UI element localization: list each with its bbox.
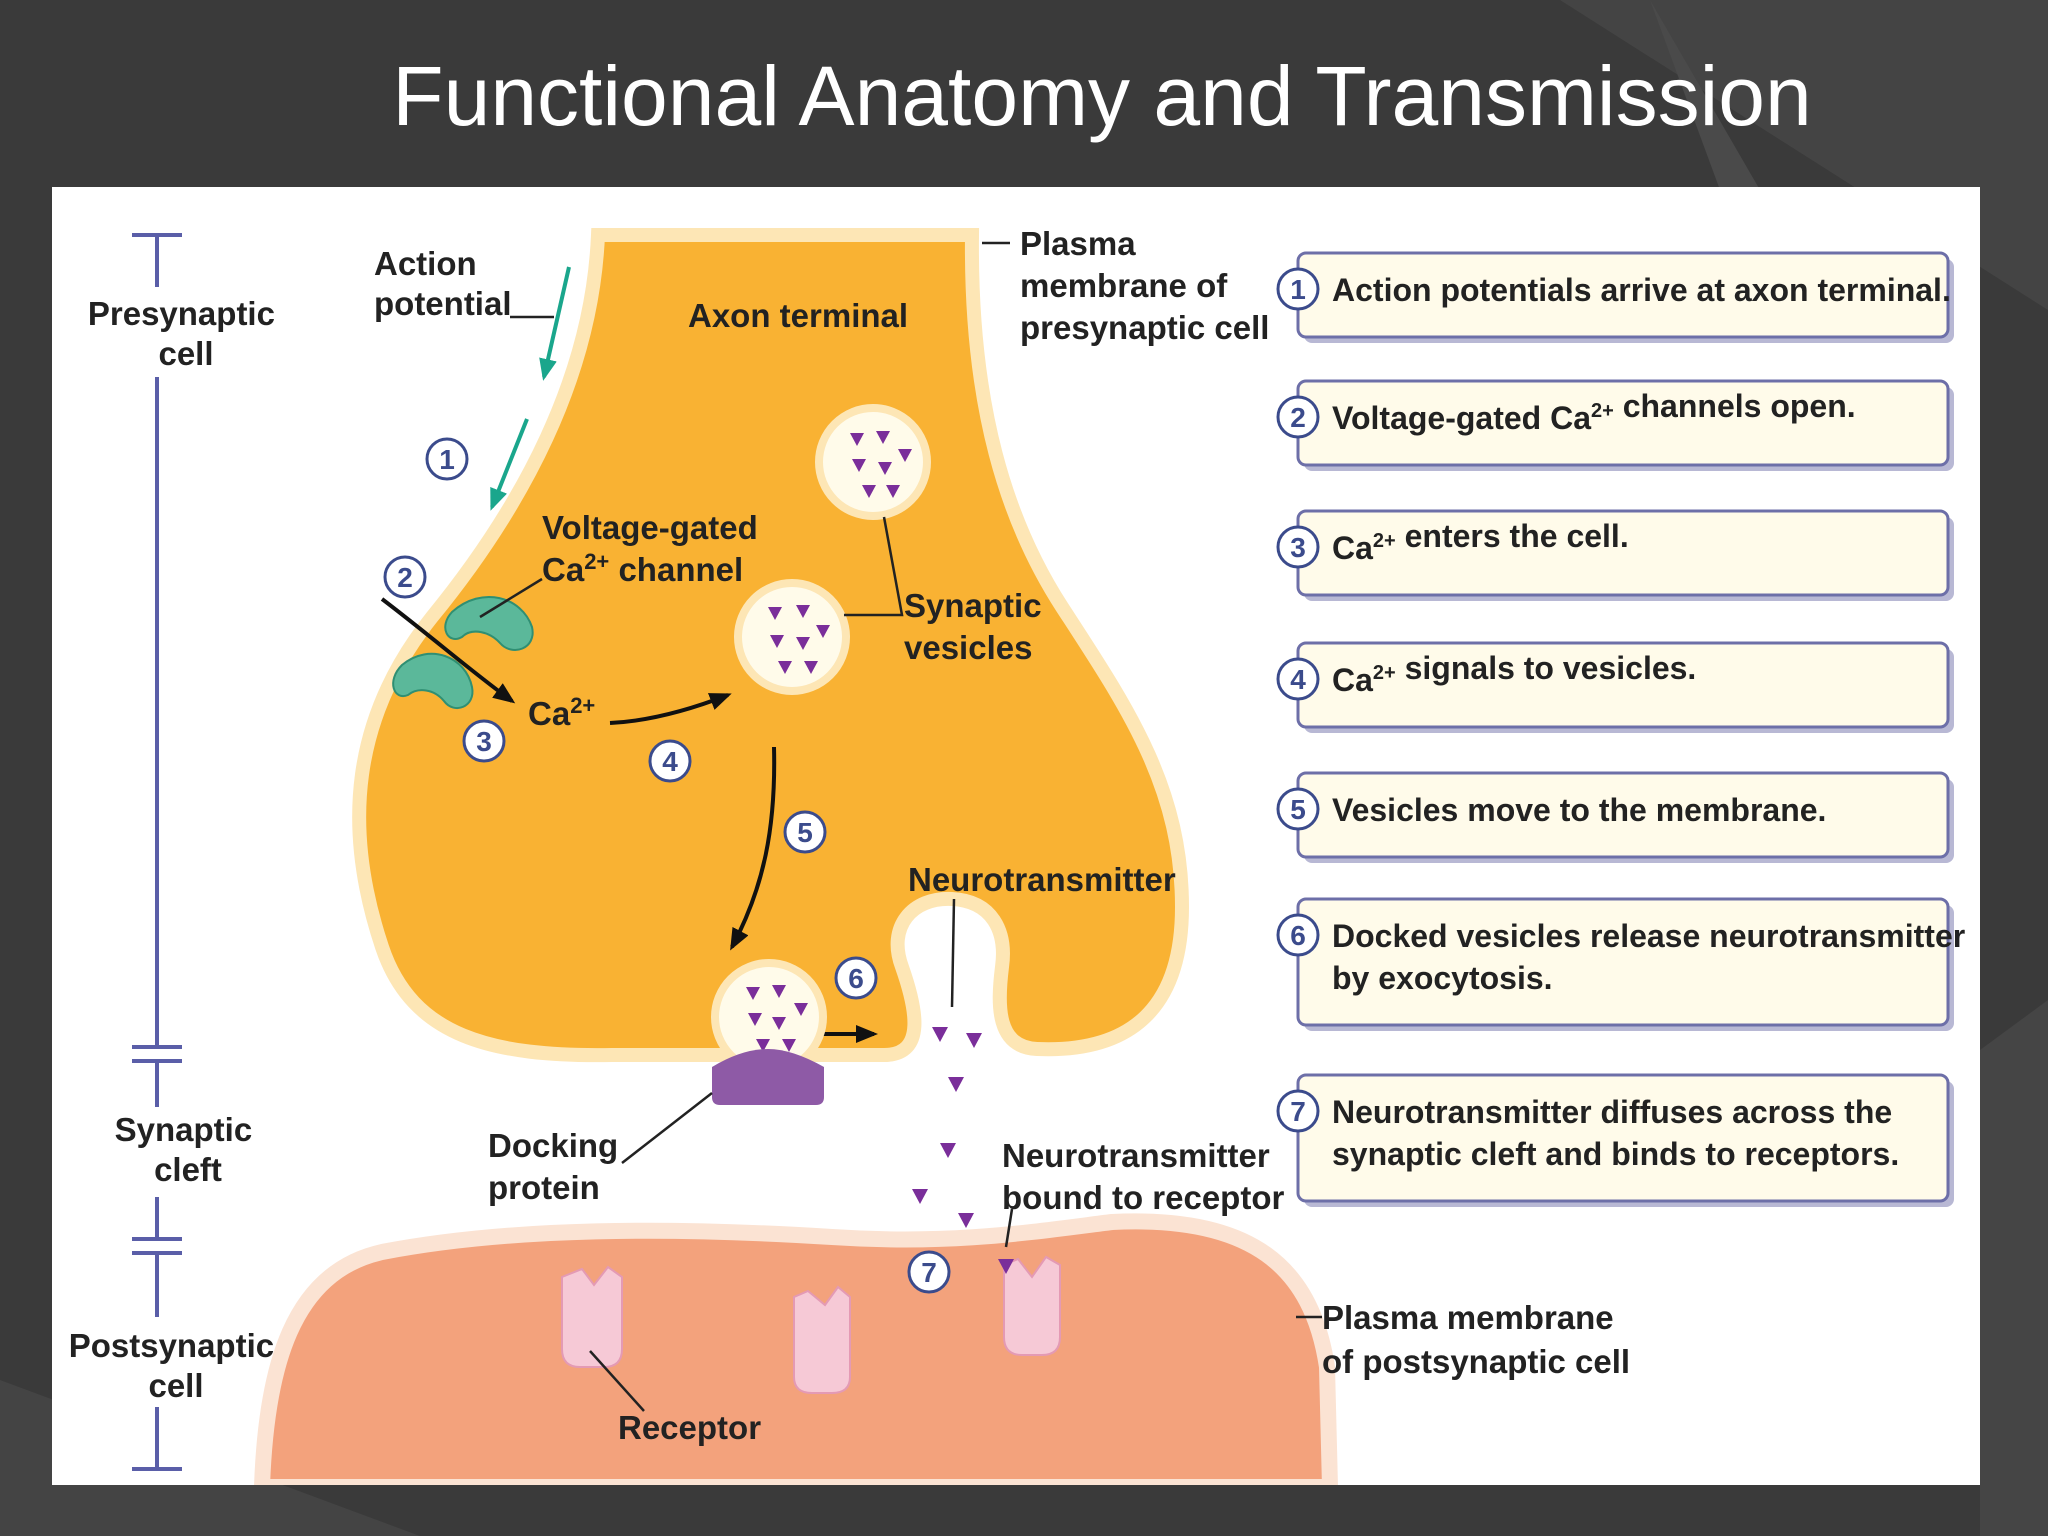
docking-protein (712, 1049, 824, 1105)
receptor-bound (1003, 1255, 1061, 1356)
action-potential-arrow (490, 418, 529, 511)
label-receptor: Receptor (618, 1409, 761, 1446)
neurotransmitter-molecules (912, 1027, 1014, 1274)
step-text: Voltage-gated Ca2+ channels open. (1332, 388, 1856, 436)
synaptic-vesicle (734, 579, 850, 695)
step-box (1296, 1073, 1950, 1203)
svg-text:4: 4 (662, 746, 678, 777)
step-marker-5: 5 (783, 810, 827, 854)
step-number: 2 (1290, 402, 1306, 433)
vesicle-move-arrow (730, 746, 777, 951)
svg-text:6: 6 (848, 963, 864, 994)
scale-label-bg (92, 287, 232, 377)
step-number-circle (1276, 525, 1320, 569)
label-axon-terminal: Axon terminal (688, 297, 908, 334)
step-number-circle (1276, 267, 1320, 311)
svg-text:2: 2 (397, 562, 413, 593)
step-marker-3: 3 (462, 719, 506, 763)
leader-neurotransmitter (950, 898, 956, 1008)
scale-label-presynaptic: Presynaptic cell (88, 295, 284, 372)
step-4: 4 Ca2+ signals to vesicles. (1276, 641, 1954, 733)
step-number-circle (1276, 395, 1320, 439)
step-list: 1 Action potentials arrive at axon termin… (1276, 251, 1965, 1207)
slide-title: Functional Anatomy and Transmission (392, 49, 1812, 143)
leader-channel (479, 577, 543, 619)
ca-signal-arrow (609, 693, 732, 725)
step-number-circle (1276, 657, 1320, 701)
step-number: 3 (1290, 532, 1306, 563)
step-marker-6: 6 (834, 956, 878, 1000)
step-number-circle (1276, 913, 1320, 957)
svg-text:3: 3 (476, 726, 492, 757)
label-voltage-gated-channel: Voltage-gated Ca2+ channel (542, 509, 767, 588)
step-6: 6 Docked vesicles release neurotransmitte… (1276, 897, 1965, 1031)
step-number: 1 (1290, 274, 1306, 305)
synaptic-vesicle (815, 404, 931, 520)
step-text: by exocytosis. (1332, 960, 1553, 996)
label-plasma-membrane-post: Plasma membrane of postsynaptic cell (1322, 1299, 1630, 1380)
step-3: 3 Ca2+ enters the cell. (1276, 509, 1954, 601)
step-marker-7: 7 (907, 1250, 951, 1294)
ca-entry-arrow (380, 597, 516, 704)
step-number-circle (1276, 787, 1320, 831)
step-marker-4: 4 (648, 739, 692, 783)
leader-receptor (589, 1350, 645, 1412)
step-marker-2: 2 (383, 555, 427, 599)
label-ca-ion: Ca2+ (528, 693, 595, 732)
step-text: Ca2+ enters the cell. (1332, 518, 1629, 566)
step-number: 5 (1290, 794, 1306, 825)
receptor (793, 1285, 851, 1394)
step-7: 7 Neurotransmitter diffuses across the syn… (1276, 1073, 1954, 1207)
step-text: Action potentials arrive at axon termina… (1332, 272, 1951, 308)
step-text: Vesicles move to the membrane. (1332, 792, 1826, 828)
label-synaptic-vesicles: Synaptic vesicles (904, 587, 1051, 666)
step-number: 4 (1290, 664, 1306, 695)
ca-channel-icon (392, 652, 474, 709)
bg-shape-stripe (1650, 0, 1760, 190)
synapse-diagram: Presynaptic cell Synaptic cleft Postsyna… (69, 225, 1965, 1485)
svg-text:1: 1 (439, 444, 455, 475)
label-action-potential: Action potential (374, 245, 512, 322)
step-text: Docked vesicles release neurotransmitter (1332, 918, 1965, 954)
action-potential-arrow (539, 266, 571, 381)
leader-vesicles (844, 516, 904, 617)
label-nt-bound-receptor: Neurotransmitter bound to receptor (1002, 1137, 1284, 1216)
scale-label-bg (92, 1107, 232, 1197)
bg-shape-right (1980, 1000, 2048, 1536)
scale-label-bg (80, 1317, 240, 1407)
scale-label-cleft: Synaptic cleft (115, 1111, 262, 1188)
diagram-panel: Presynaptic cell Synaptic cleft Postsyna… (52, 187, 1980, 1485)
leader-nt-bound (1004, 1208, 1014, 1248)
step-5: 5 Vesicles move to the membrane. (1276, 771, 1954, 863)
label-docking-protein: Docking protein (488, 1127, 627, 1206)
receptor (561, 1265, 623, 1368)
label-neurotransmitter: Neurotransmitter (908, 861, 1176, 898)
scale-label-postsynaptic: Postsynaptic cell (69, 1327, 284, 1404)
label-plasma-membrane-pre: Plasma membrane of presynaptic cell (1020, 225, 1269, 346)
step-number: 6 (1290, 920, 1306, 951)
step-number-circle (1276, 1089, 1320, 1133)
step-2: 2 Voltage-gated Ca2+ channels open. (1276, 379, 1954, 471)
svg-text:7: 7 (921, 1257, 937, 1288)
svg-text:5: 5 (797, 817, 813, 848)
step-1: 1 Action potentials arrive at axon termin… (1276, 251, 1954, 343)
step-box (1296, 897, 1950, 1027)
step-text: synaptic cleft and binds to receptors. (1332, 1136, 1899, 1172)
step-text: Ca2+ signals to vesicles. (1332, 650, 1696, 698)
step-number: 7 (1290, 1096, 1306, 1127)
leader-docking (621, 1092, 713, 1164)
step-marker-1: 1 (425, 437, 469, 481)
leader-lines (479, 241, 1322, 1412)
scale-bar (132, 233, 182, 1471)
step-text: Neurotransmitter diffuses across the (1332, 1094, 1892, 1130)
